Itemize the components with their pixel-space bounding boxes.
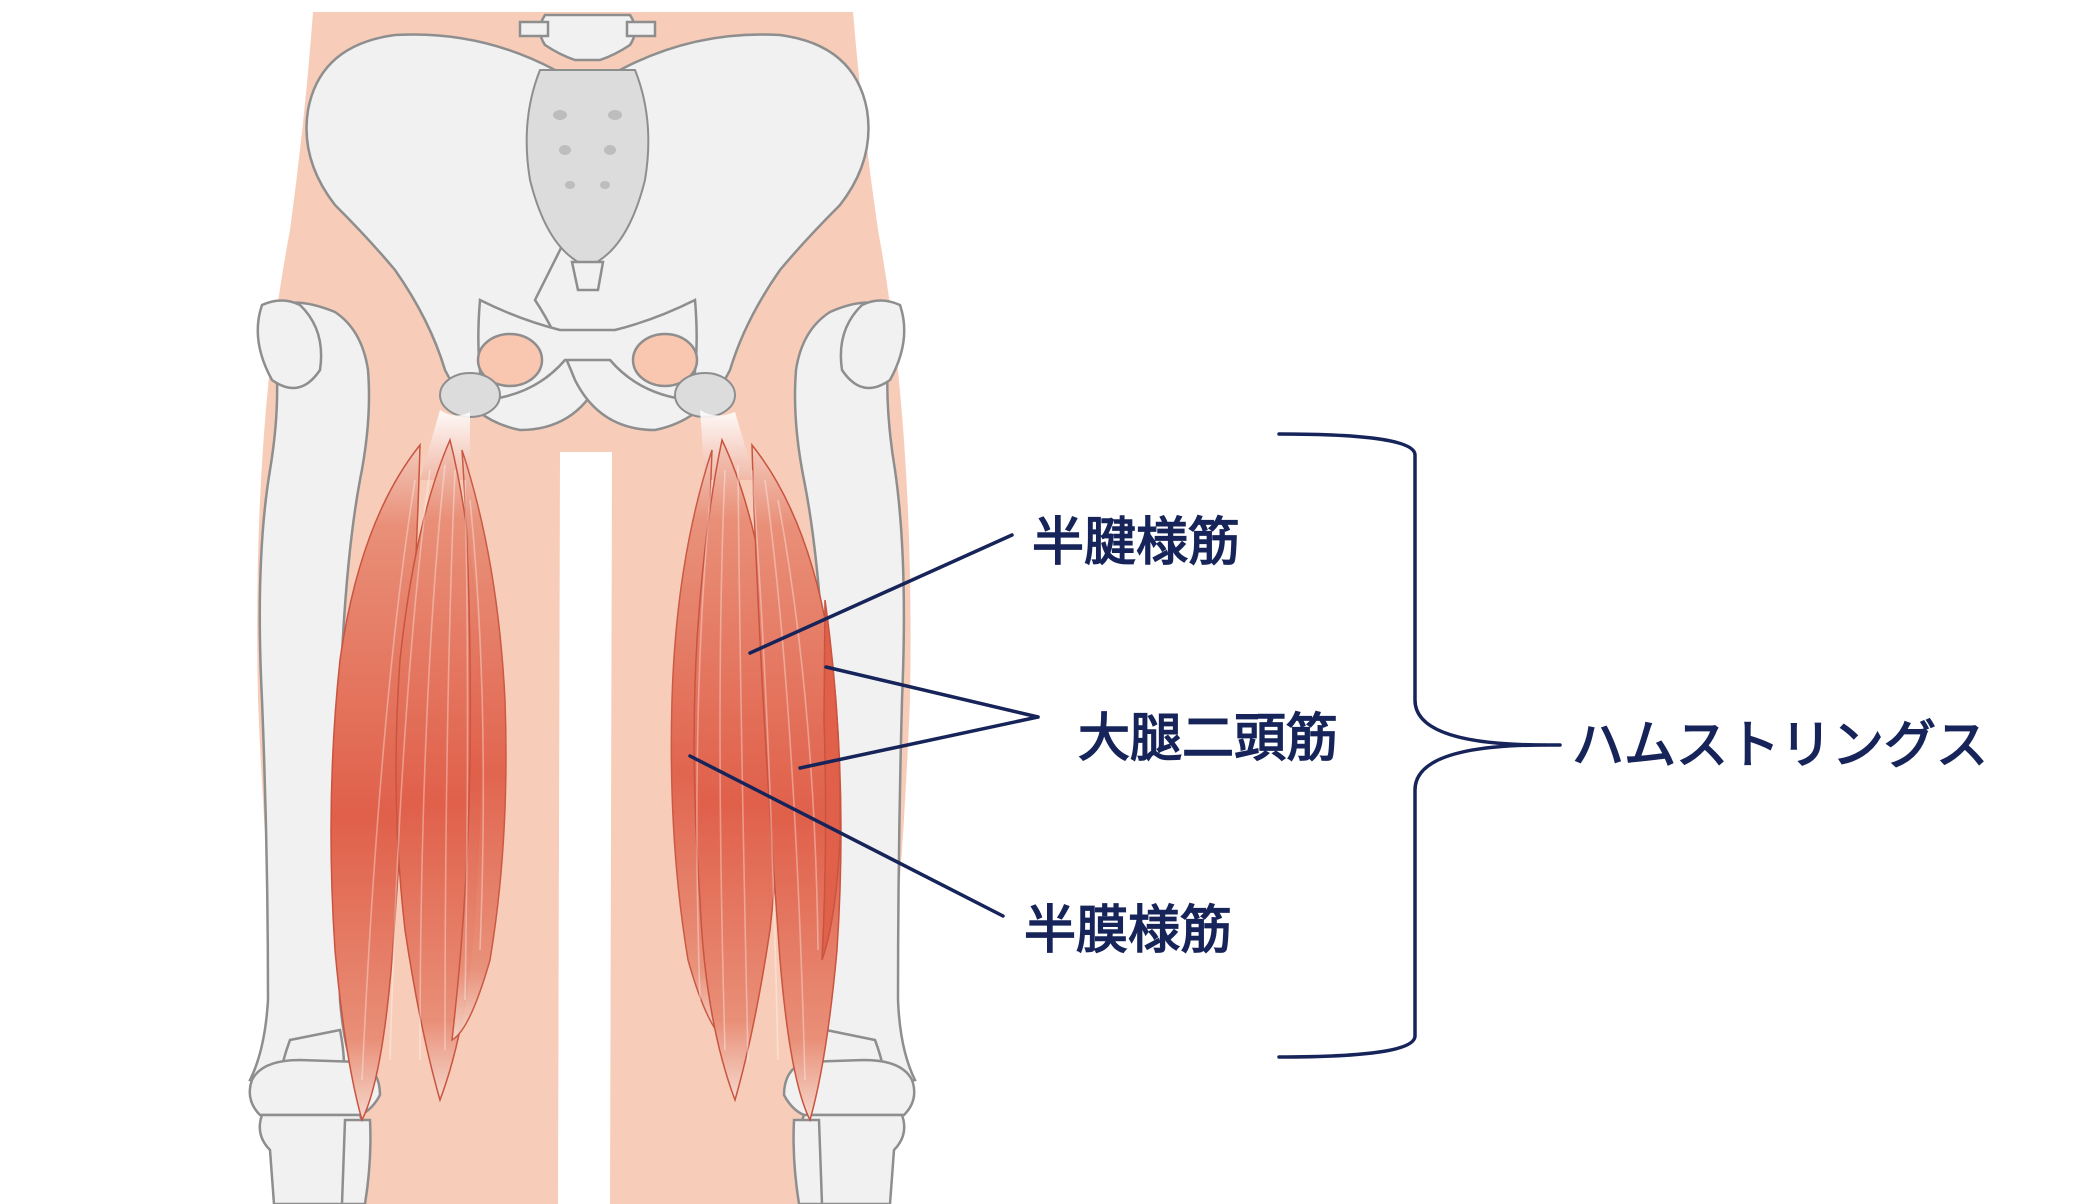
hamstrings-label: ハムストリングス [1572,716,1988,776]
semimembranosus-leader [688,754,1005,918]
left-semimembranosus [451,449,507,1042]
biceps-femoris-label: 大腿二頭筋 [1078,709,1338,769]
semitendinosus-leader [748,533,1014,655]
right-biceps-femoris-short-head [821,599,841,961]
semimembranosus-label: 半膜様筋 [1024,901,1232,961]
biceps-femoris-leader-lower [798,715,1040,770]
semitendinosus-label: 半腱様筋 [1032,513,1240,573]
sacral-foramina [553,110,622,189]
right-knee-bones [782,1058,916,1204]
right-hamstring-group [670,410,842,1123]
left-obturator-foramen [476,332,544,388]
pelvis [305,13,870,432]
left-knee-bones [248,1058,382,1204]
leader-lines [688,533,1040,918]
left-hamstring-group [330,410,507,1123]
biceps-femoris-leader-upper [824,665,1040,719]
right-obturator-foramen [631,332,699,388]
